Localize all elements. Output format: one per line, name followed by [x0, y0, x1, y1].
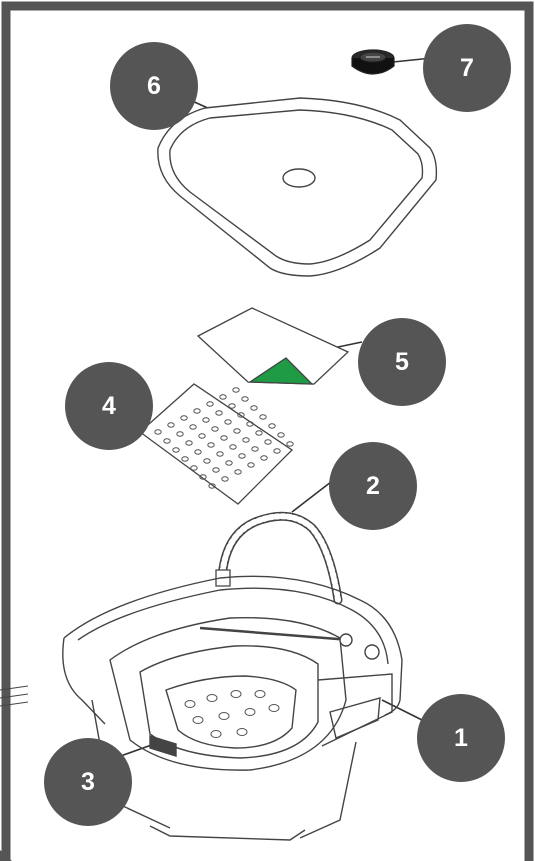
plate-hole [251, 406, 257, 410]
basin-hole [207, 695, 217, 702]
basin-hole [255, 691, 265, 698]
plate-hole [260, 415, 266, 419]
plate-hole [287, 442, 293, 446]
plate-hole [242, 397, 248, 401]
basin-hole [245, 709, 255, 716]
basin-hole [219, 713, 229, 720]
part-6-lid [158, 98, 437, 276]
callout-1: 1 [417, 694, 505, 782]
basin-hole [269, 705, 279, 712]
callout-6: 6 [110, 42, 198, 130]
basin-hole [211, 731, 221, 738]
part-4-perforated-plate [140, 384, 293, 504]
plate-hole [229, 404, 235, 408]
basin-hole [231, 691, 241, 698]
callout-7: 7 [423, 24, 511, 112]
part-2-flexible-hose [216, 516, 338, 600]
callout-2: 2 [329, 442, 417, 530]
basin-hole [185, 701, 195, 708]
part-5-filter-sheet [198, 308, 348, 384]
leader-line-1 [382, 700, 426, 722]
basin-hole [237, 729, 247, 736]
callout-4: 4 [65, 362, 153, 450]
callout-5: 5 [358, 318, 446, 406]
plate-hole [233, 388, 239, 392]
part-7-cap [352, 50, 394, 74]
plate-hole [220, 395, 226, 399]
plate-hole [278, 433, 284, 437]
callout-3: 3 [44, 738, 132, 826]
plate-hole [269, 424, 275, 428]
basin-hole [193, 717, 203, 724]
